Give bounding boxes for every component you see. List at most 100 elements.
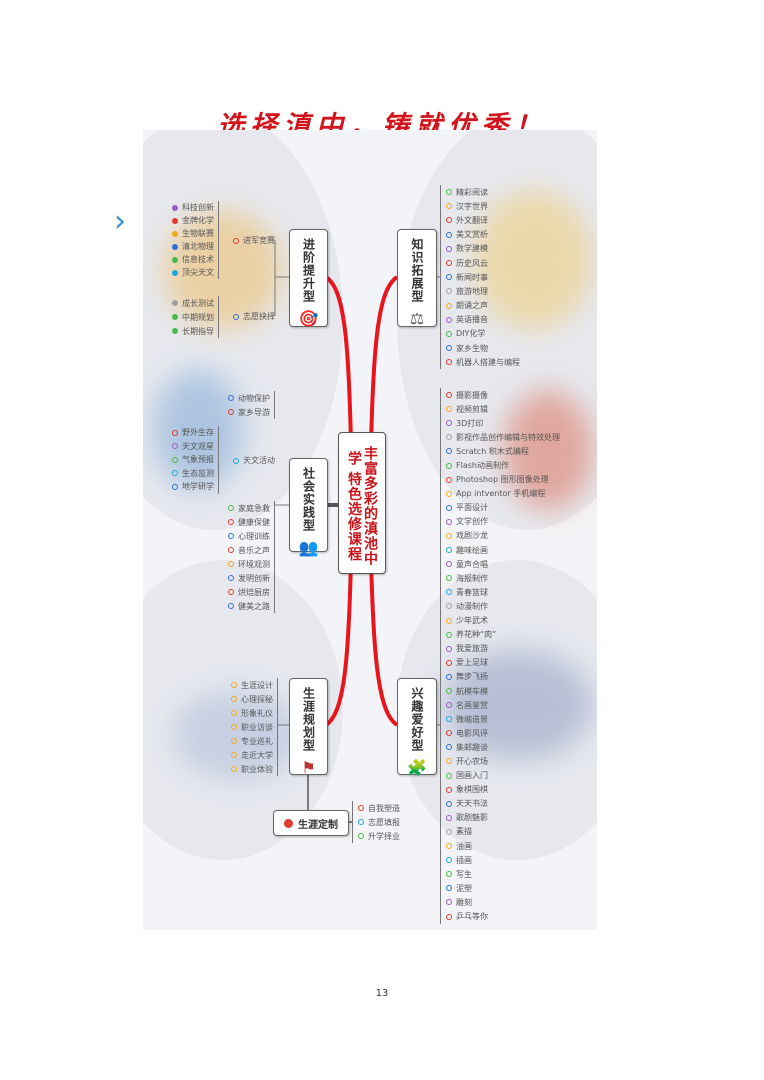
list-item[interactable]: 环境观测 (228, 557, 270, 571)
central-topic[interactable]: 丰富多彩的滇池中学 特色选修课程 (338, 432, 386, 574)
list-item[interactable]: 形象礼仪 (231, 706, 273, 720)
list-item[interactable]: 发明创新 (228, 571, 270, 585)
list-item[interactable]: 烘焙厨房 (228, 585, 270, 599)
branch-xingqu[interactable]: 兴趣爱好型 🧩 (397, 678, 437, 777)
list-item[interactable]: 健康保健 (228, 515, 270, 529)
branch-shehui[interactable]: 社会实践型 👥 (289, 458, 328, 557)
list-item[interactable]: 成长测试 (172, 296, 214, 310)
list-item[interactable]: 视频剪辑 (446, 402, 560, 416)
list-item[interactable]: 健美之路 (228, 599, 270, 613)
list-item[interactable]: App intventor 手机编程 (446, 487, 560, 501)
list-item[interactable]: 金牌化学 (172, 214, 214, 227)
list-item[interactable]: 生涯设计 (231, 678, 273, 692)
branch-jinjie[interactable]: 进阶提升型 🎯 (289, 229, 328, 328)
list-item[interactable]: 油画 (446, 839, 560, 853)
list-item[interactable]: 名画鉴赏 (446, 698, 560, 712)
list-item[interactable]: 历史风云 (446, 256, 520, 270)
list-item[interactable]: 科技创新 (172, 201, 214, 214)
list-item[interactable]: 新闻时事 (446, 270, 520, 284)
list-item[interactable]: 养花种“肉” (446, 628, 560, 642)
list-item[interactable]: 插画 (446, 853, 560, 867)
list-item[interactable]: 中期规划 (172, 310, 214, 324)
list-item[interactable]: Scratch 积木式编程 (446, 444, 560, 458)
list-item[interactable]: 海报制作 (446, 571, 560, 585)
list-item[interactable]: 旅游地理 (446, 284, 520, 298)
list-item[interactable]: 写生 (446, 867, 560, 881)
subtopic-zhiyuan[interactable]: 志愿抉择 (233, 311, 275, 322)
list-item[interactable]: 职业体验 (231, 762, 273, 776)
list-item[interactable]: 家庭急救 (228, 501, 270, 515)
list-item[interactable]: 朗诵之声 (446, 299, 520, 313)
list-item[interactable]: DIY化学 (446, 327, 520, 341)
list-item[interactable]: 心理训练 (228, 529, 270, 543)
branch-shengya[interactable]: 生涯规划型 ⚑ (289, 678, 328, 777)
subtopic-jingsai[interactable]: 进军竞赛 (233, 235, 275, 246)
list-item[interactable]: 平面设计 (446, 501, 560, 515)
list-item[interactable]: 文学创作 (446, 515, 560, 529)
list-item[interactable]: 摄影摄像 (446, 388, 560, 402)
list-item[interactable]: 志愿填报 (358, 815, 400, 829)
list-item[interactable]: 戏剧沙龙 (446, 529, 560, 543)
bullet-icon (446, 406, 452, 413)
list-item[interactable]: 天文观星 (172, 440, 214, 454)
list-item[interactable]: 我爱旅游 (446, 642, 560, 656)
list-item[interactable]: 家乡导游 (228, 405, 270, 419)
list-item[interactable]: 数学建模 (446, 242, 520, 256)
list-item[interactable]: 生物联赛 (172, 227, 214, 240)
list-item[interactable]: Flash动画制作 (446, 458, 560, 472)
list-item[interactable]: 专业巡礼 (231, 734, 273, 748)
branch-dingzhi[interactable]: 生涯定制 (273, 810, 349, 836)
list-item[interactable]: 青春篮球 (446, 585, 560, 599)
list-item[interactable]: 泥塑 (446, 881, 560, 895)
list-item[interactable]: 歌剧魅影 (446, 811, 560, 825)
bullet-icon (446, 504, 452, 511)
list-item[interactable]: 机器人搭建与编程 (446, 355, 520, 369)
list-item[interactable]: 气象预报 (172, 453, 214, 467)
list-item[interactable]: Photoshop 图形图像处理 (446, 473, 560, 487)
list-item[interactable]: 美文赏析 (446, 228, 520, 242)
subtopic-tianwen[interactable]: 天文活动 (233, 455, 275, 466)
list-item[interactable]: 少年武术 (446, 614, 560, 628)
list-item[interactable]: 爱上足球 (446, 656, 560, 670)
list-item[interactable]: 地学研学 (172, 480, 214, 494)
list-item[interactable]: 长期指导 (172, 324, 214, 338)
list-item[interactable]: 开心农场 (446, 754, 560, 768)
chevron-right-icon[interactable]: › (114, 204, 126, 239)
list-item[interactable]: 微缩造景 (446, 712, 560, 726)
list-item[interactable]: 雕刻 (446, 895, 560, 909)
list-item[interactable]: 素描 (446, 825, 560, 839)
list-item[interactable]: 生态监测 (172, 467, 214, 481)
branch-zhishi[interactable]: 知识拓展型 ⚖ (397, 229, 437, 328)
list-item[interactable]: 动漫制作 (446, 599, 560, 613)
list-item[interactable]: 集邮趣谈 (446, 740, 560, 754)
list-item-label: 发明创新 (238, 573, 270, 583)
list-item[interactable]: 顶尖天文 (172, 266, 214, 279)
list-item[interactable]: 乒乓等你 (446, 909, 560, 923)
list-item[interactable]: 走近大学 (231, 748, 273, 762)
list-item[interactable]: 职业访谈 (231, 720, 273, 734)
list-item[interactable]: 心理探秘 (231, 692, 273, 706)
list-item[interactable]: 清北物理 (172, 240, 214, 253)
list-item[interactable]: 3D打印 (446, 416, 560, 430)
list-item[interactable]: 家乡生物 (446, 341, 520, 355)
list-item[interactable]: 野外生存 (172, 426, 214, 440)
list-item[interactable]: 国画入门 (446, 769, 560, 783)
list-item[interactable]: 精彩阅读 (446, 185, 520, 199)
bullet-icon (446, 476, 452, 483)
list-item[interactable]: 舞步飞扬 (446, 670, 560, 684)
list-item[interactable]: 童声合唱 (446, 557, 560, 571)
list-item[interactable]: 汉字世界 (446, 199, 520, 213)
list-item[interactable]: 自我塑造 (358, 801, 400, 815)
list-item[interactable]: 象棋围棋 (446, 783, 560, 797)
list-item[interactable]: 趣味绘画 (446, 543, 560, 557)
list-item[interactable]: 升学择业 (358, 829, 400, 843)
list-item[interactable]: 航模车模 (446, 684, 560, 698)
list-item[interactable]: 信息技术 (172, 253, 214, 266)
list-item[interactable]: 电影风评 (446, 726, 560, 740)
list-item[interactable]: 天天书法 (446, 797, 560, 811)
list-item[interactable]: 音乐之声 (228, 543, 270, 557)
list-item[interactable]: 动物保护 (228, 391, 270, 405)
list-item[interactable]: 外文翻译 (446, 213, 520, 227)
list-item[interactable]: 影视作品创作编辑与特效处理 (446, 430, 560, 444)
list-item[interactable]: 英语播音 (446, 313, 520, 327)
